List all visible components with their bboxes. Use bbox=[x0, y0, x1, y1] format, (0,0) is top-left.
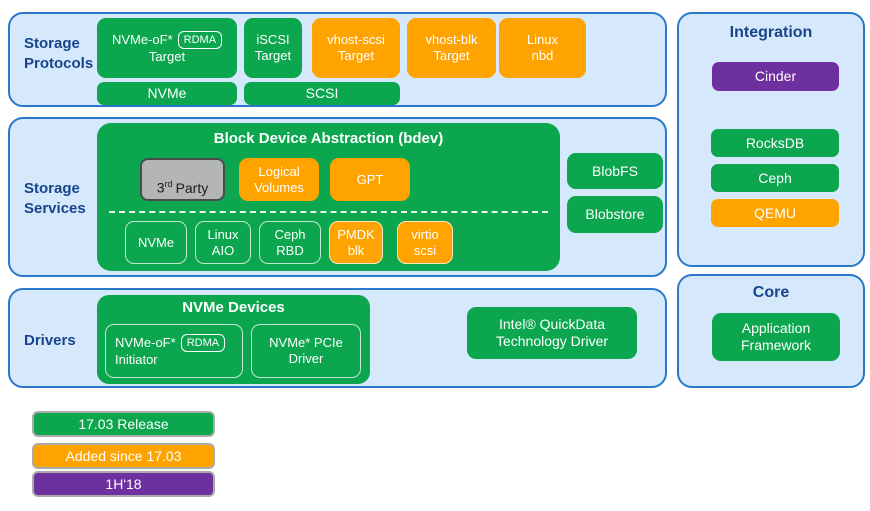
vhost-scsi-target-box: vhost-scsi Target bbox=[312, 18, 400, 78]
nvme-pcie-driver-box: NVMe* PCIe Driver bbox=[251, 324, 361, 378]
iscsi-target-box: iSCSI Target bbox=[244, 18, 302, 78]
legend-release-item: 17.03 Release bbox=[32, 411, 215, 437]
logical-volumes-box: Logical Volumes bbox=[239, 158, 319, 201]
nvmeof-initiator-line1: NVMe-oF* bbox=[115, 335, 176, 351]
legend-added-item: Added since 17.03 bbox=[32, 443, 215, 469]
drivers-panel: Drivers NVMe Devices NVMe-oF* RDMA Initi… bbox=[8, 288, 667, 388]
rocksdb-box: RocksDB bbox=[711, 129, 839, 157]
core-panel: Core Application Framework bbox=[677, 274, 865, 388]
rdma-badge: RDMA bbox=[180, 333, 226, 353]
rdma-badge: RDMA bbox=[177, 30, 223, 50]
storage-services-panel: Storage Services Block Device Abstractio… bbox=[8, 117, 667, 277]
blobstore-box: Blobstore bbox=[567, 196, 663, 233]
gpt-box: GPT bbox=[330, 158, 410, 201]
integration-title: Integration bbox=[729, 24, 813, 41]
third-party-base: 3 bbox=[156, 179, 165, 196]
legend-1h18-item: 1H'18 bbox=[32, 471, 215, 497]
storage-protocols-label: Storage Protocols bbox=[24, 35, 94, 72]
nvmeof-initiator-line2: Initiator bbox=[115, 352, 158, 368]
nvme-devices-title: NVMe Devices bbox=[182, 299, 285, 316]
storage-protocols-panel: Storage Protocols NVMe-oF* RDMA Target i… bbox=[8, 12, 667, 107]
virtio-scsi-box: virtio scsi bbox=[397, 221, 453, 264]
third-party-sup: rd bbox=[164, 179, 173, 190]
linux-nbd-box: Linux nbd bbox=[499, 18, 586, 78]
bdev-divider bbox=[109, 211, 548, 213]
third-party-rest: Party bbox=[175, 179, 209, 196]
nvmeof-target-line1: NVMe-oF* bbox=[111, 32, 173, 48]
quickdata-driver-box: Intel® QuickData Technology Driver bbox=[467, 307, 637, 359]
qemu-box: QEMU bbox=[711, 199, 839, 227]
storage-services-label: Storage Services bbox=[24, 180, 86, 217]
nvmeof-initiator-box: NVMe-oF* RDMA Initiator bbox=[105, 324, 243, 378]
nvmeof-target-box: NVMe-oF* RDMA Target bbox=[97, 18, 237, 78]
ceph-box: Ceph bbox=[711, 164, 839, 192]
linux-aio-box: Linux AIO bbox=[195, 221, 251, 264]
nvme-bdev-box: NVMe bbox=[125, 221, 187, 264]
drivers-label: Drivers bbox=[24, 332, 76, 349]
vhost-blk-target-box: vhost-blk Target bbox=[407, 18, 496, 78]
ceph-rbd-box: Ceph RBD bbox=[259, 221, 321, 264]
application-framework-box: Application Framework bbox=[712, 313, 840, 361]
nvmeof-target-line2: Target bbox=[148, 49, 186, 65]
core-title: Core bbox=[752, 284, 790, 301]
nvme-protocol-bar: NVMe bbox=[97, 82, 237, 105]
nvme-devices-box: NVMe Devices NVMe-oF* RDMA Initiator NVM… bbox=[97, 295, 370, 384]
blobfs-box: BlobFS bbox=[567, 153, 663, 189]
cinder-box: Cinder bbox=[712, 62, 839, 91]
pmdk-blk-box: PMDK blk bbox=[329, 221, 383, 264]
bdev-title: Block Device Abstraction (bdev) bbox=[213, 130, 444, 147]
scsi-protocol-bar: SCSI bbox=[244, 82, 400, 105]
integration-panel: Integration Cinder RocksDB Ceph QEMU bbox=[677, 12, 865, 267]
